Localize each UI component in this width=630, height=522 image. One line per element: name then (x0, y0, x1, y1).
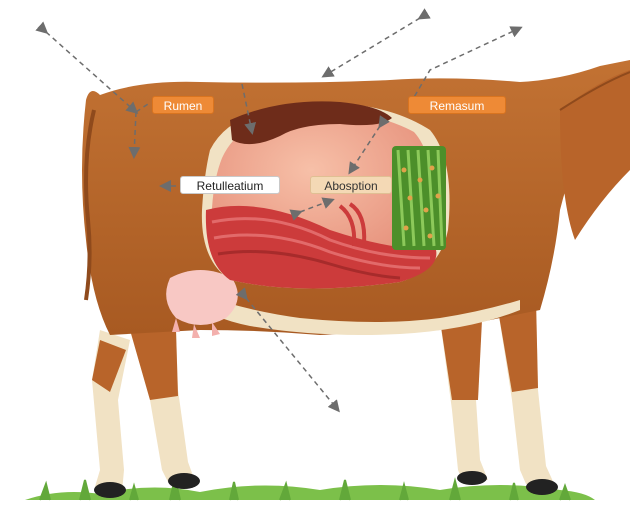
arrow (321, 8, 431, 78)
label-remasum: Remasum (408, 96, 506, 114)
hoof-icon (526, 479, 558, 495)
hoof-icon (168, 473, 200, 489)
cow-tail (84, 109, 96, 301)
arrow (128, 111, 141, 159)
arrow (348, 115, 390, 175)
label-rumen: Rumen (152, 96, 214, 114)
pointer-arrows (35, 8, 523, 413)
arrow (409, 26, 523, 105)
arrow (289, 197, 335, 221)
cow-front-legs (440, 300, 558, 495)
arrow (241, 83, 257, 135)
cow-neck (560, 70, 630, 240)
label-retulleatium: Retulleatium (180, 176, 280, 194)
arrow (235, 287, 340, 413)
hoof-icon (457, 471, 487, 485)
arrow (35, 21, 139, 114)
label-absorption: Abosption (310, 176, 392, 194)
udder (166, 270, 238, 338)
arrow (135, 103, 149, 113)
hoof-icon (94, 482, 126, 498)
cow-back-legs (92, 330, 200, 498)
